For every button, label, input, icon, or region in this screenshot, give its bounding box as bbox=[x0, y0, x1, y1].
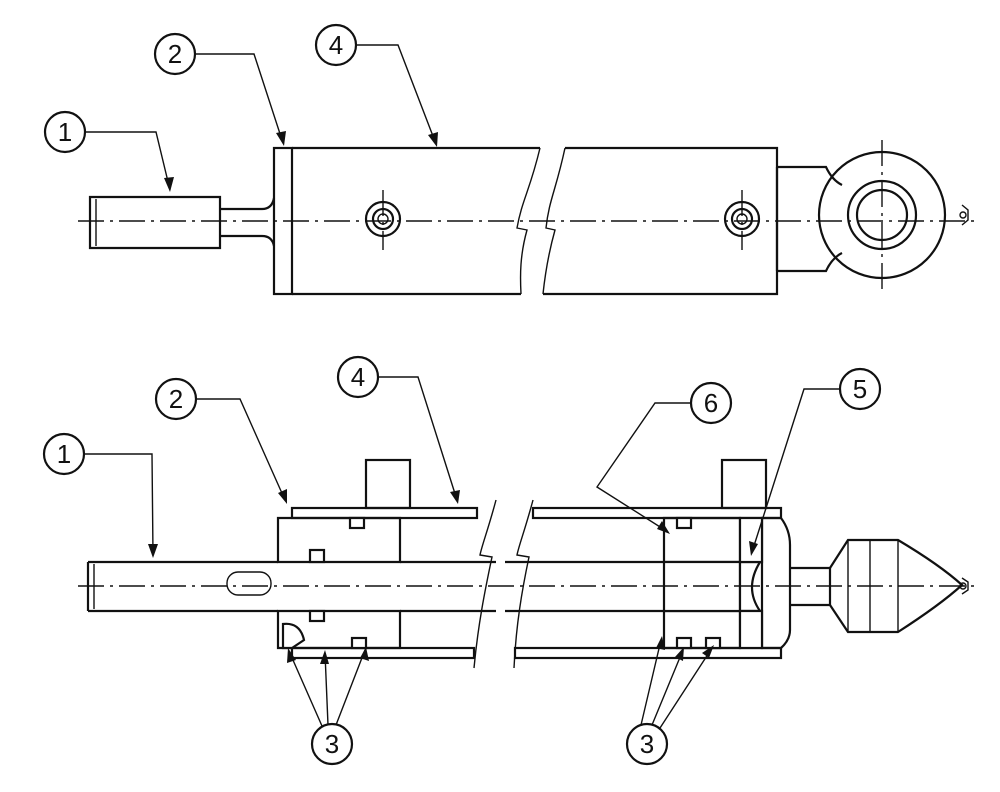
callout-top-4: 4 bbox=[314, 23, 438, 147]
piston-rod bbox=[88, 195, 276, 250]
callout-top-2: 2 bbox=[153, 32, 286, 146]
section-port-left bbox=[364, 458, 412, 510]
barrel-wall-top-right bbox=[531, 506, 783, 520]
callout-label: 5 bbox=[853, 374, 867, 404]
break-line-right bbox=[542, 147, 566, 295]
callout-label: 1 bbox=[57, 439, 71, 469]
barrel-wall-bottom-right bbox=[513, 646, 783, 660]
callout-sec-5: 5 bbox=[749, 367, 882, 556]
piston bbox=[662, 516, 742, 650]
section-view bbox=[78, 458, 975, 669]
callout-sec-6: 6 bbox=[596, 381, 733, 534]
barrel-wall-top-left bbox=[290, 506, 479, 520]
top-view bbox=[78, 140, 975, 296]
section-piston-rod bbox=[86, 560, 664, 613]
callout-label: 1 bbox=[58, 117, 72, 147]
callout-label: 3 bbox=[325, 729, 339, 759]
section-break-right bbox=[513, 499, 534, 669]
callouts: 1 2 4 1 2 bbox=[42, 23, 882, 766]
callout-label: 4 bbox=[329, 30, 343, 60]
callout-label: 4 bbox=[351, 362, 365, 392]
gland bbox=[276, 516, 402, 650]
callout-sec-2: 2 bbox=[154, 377, 287, 504]
section-end-cap bbox=[738, 516, 792, 650]
callout-top-1: 1 bbox=[43, 110, 174, 192]
callout-label: 2 bbox=[169, 384, 183, 414]
callout-sec-3a: 3 bbox=[287, 647, 369, 766]
callout-sec-4: 4 bbox=[336, 355, 460, 504]
callout-label: 3 bbox=[640, 729, 654, 759]
callout-sec-3b: 3 bbox=[625, 636, 714, 766]
break-line-left bbox=[516, 147, 541, 295]
barrel-wall-bottom-left bbox=[290, 646, 476, 660]
callout-sec-1: 1 bbox=[42, 432, 158, 558]
section-break-left bbox=[473, 499, 497, 669]
barrel-left bbox=[292, 146, 540, 296]
section-port-right bbox=[720, 458, 768, 510]
callout-label: 2 bbox=[168, 39, 182, 69]
callout-label: 6 bbox=[704, 388, 718, 418]
rod-eye bbox=[817, 150, 969, 280]
